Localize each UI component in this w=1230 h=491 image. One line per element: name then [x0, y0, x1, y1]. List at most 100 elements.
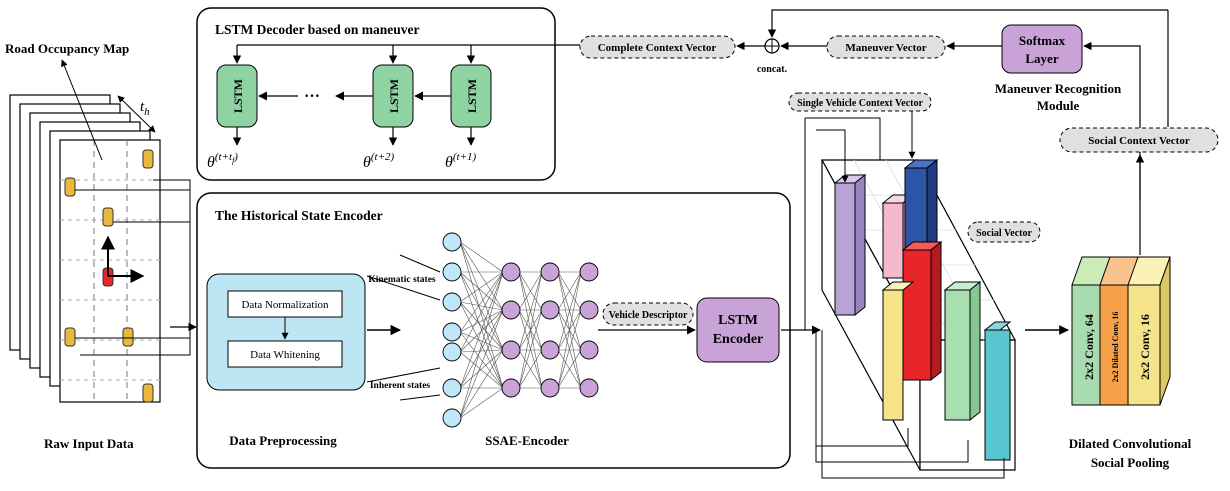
ssae-connection: [459, 309, 504, 389]
ssae-network: [442, 232, 599, 428]
conv1-label: 2x2 Conv, 64: [1082, 314, 1096, 380]
complete-context-pill: [579, 35, 736, 59]
ssae-connection: [557, 349, 582, 389]
ssae-connection: [459, 271, 504, 351]
ssae-connection: [459, 241, 504, 273]
ssae-node: [442, 342, 462, 362]
ssae-connection: [459, 301, 504, 311]
ssae-connection: [518, 349, 543, 389]
ssae-connection: [459, 241, 504, 311]
raw-input-label: Raw Input Data: [44, 436, 134, 451]
ssae-connection: [518, 309, 543, 389]
svg-text:Social Context Vector: Social Context Vector: [1088, 135, 1190, 147]
svg-text:LSTM: LSTM: [718, 313, 758, 328]
ssae-node: [501, 262, 521, 282]
time-horizon-label: th: [140, 99, 150, 118]
ssae-connection: [459, 349, 504, 419]
svg-text:Social Pooling: Social Pooling: [1091, 455, 1170, 470]
ssae-node: [442, 262, 462, 282]
ssae-connection: [459, 271, 504, 311]
social-tensor: [820, 158, 1017, 471]
ssae-node: [540, 378, 560, 398]
ssae-node: [579, 340, 599, 360]
ssae-connection: [459, 301, 504, 351]
svg-text:Softmax: Softmax: [1019, 33, 1066, 48]
lstm-encoder: [696, 297, 780, 363]
svg-text:Vehicle Descriptor: Vehicle Descriptor: [609, 310, 688, 321]
svg-text:Data Whitening: Data Whitening: [250, 349, 320, 361]
road-occupancy-stack: [9, 94, 161, 403]
svg-text:Data Normalization: Data Normalization: [241, 299, 329, 311]
svg-text:Encoder: Encoder: [713, 332, 764, 347]
ssae-connection: [459, 309, 504, 353]
ssae-node: [579, 300, 599, 320]
conv2-label: 2x2 Dilated Conv, 16: [1111, 312, 1120, 383]
decoder-output-t1: θ(t+1): [445, 151, 477, 171]
ssae-connection: [518, 271, 543, 311]
single-vehicle-pill: [788, 92, 932, 112]
ssae-node: [540, 300, 560, 320]
ssae-connection: [459, 309, 504, 419]
svg-text:LSTM: LSTM: [387, 79, 401, 113]
decoder-title: LSTM Decoder based on maneuver: [215, 22, 420, 37]
ssae-connection: [459, 351, 504, 389]
car-icon: [122, 327, 134, 347]
encoder-title: The Historical State Encoder: [215, 208, 383, 223]
car-icon: [64, 327, 76, 347]
ssae-connection: [459, 309, 504, 333]
ssae-node: [579, 378, 599, 398]
social-vector-pill: [967, 221, 1041, 243]
preprocessing-label: Data Preprocessing: [229, 433, 337, 448]
ssae-node: [540, 340, 560, 360]
ssae-node: [442, 378, 462, 398]
whitening-box: [227, 340, 343, 368]
ssae-node: [501, 340, 521, 360]
svg-text:Maneuver Vector: Maneuver Vector: [845, 42, 926, 54]
ssae-connection: [459, 271, 504, 353]
kinematic-label: Kinematic states: [368, 275, 436, 285]
maneuver-vector-pill: [826, 35, 946, 59]
car-icon: [142, 149, 154, 169]
ssae-connection: [459, 271, 504, 333]
ssae-connection: [459, 349, 504, 389]
car-icon: [142, 383, 154, 403]
ssae-connection: [518, 271, 543, 351]
ssae-connection: [557, 271, 582, 389]
social-context-pill: [1059, 127, 1219, 153]
ssae-connection: [557, 271, 582, 311]
svg-text:Layer: Layer: [1025, 51, 1058, 66]
ssae-node: [501, 300, 521, 320]
road-map-label: Road Occupancy Map: [5, 41, 129, 56]
normalization-box: [227, 290, 343, 318]
svg-text:Module: Module: [1037, 98, 1080, 113]
tensor-feed-lines: [804, 108, 1005, 479]
ssae-connection: [459, 387, 504, 419]
decoder-ellipsis: ···: [304, 88, 320, 105]
svg-text:LSTM: LSTM: [231, 79, 245, 113]
ssae-node: [579, 262, 599, 282]
decoder-output-tf: θ(t+tf): [207, 151, 238, 171]
ssae-connection: [459, 241, 504, 389]
ssae-connection: [459, 271, 504, 419]
softmax-layer: [1001, 24, 1083, 74]
ssae-connection: [518, 271, 543, 389]
car-icon: [102, 207, 114, 227]
ssae-connection: [459, 271, 504, 303]
ssae-connection: [459, 241, 504, 351]
ssae-connection: [459, 349, 504, 353]
conv3-label: 2x2 Conv, 16: [1138, 314, 1152, 380]
ssae-label: SSAE-Encoder: [485, 433, 569, 448]
ssae-connection: [459, 271, 504, 389]
ssae-node: [442, 322, 462, 342]
ssae-node: [442, 232, 462, 252]
ssae-connection: [459, 331, 504, 389]
svg-text:LSTM: LSTM: [465, 79, 479, 113]
vehicle-link-lines: [75, 179, 191, 356]
svg-text:Social Vector: Social Vector: [976, 228, 1032, 239]
conv-blocks: 2x2 Conv, 64 2x2 Dilated Conv, 16 2x2 Co…: [1071, 256, 1171, 406]
decoder-lstm-cells: LSTM LSTM LSTM: [216, 64, 492, 128]
ssae-connection: [557, 271, 582, 351]
ssae-connection: [459, 331, 504, 351]
maneuver-module-label: Maneuver Recognition: [995, 81, 1122, 96]
